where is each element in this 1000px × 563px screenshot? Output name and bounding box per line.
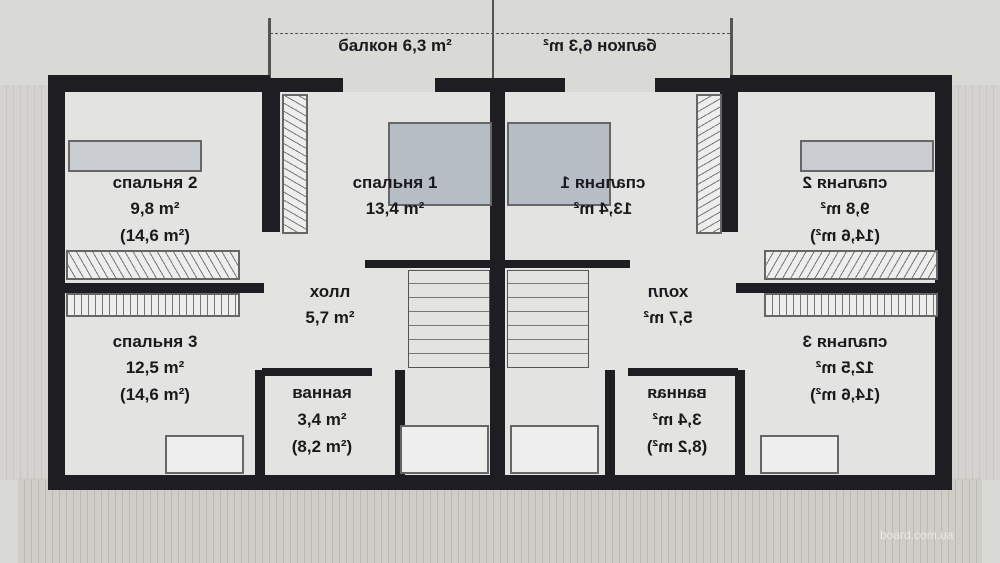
- balcony-divider: [492, 0, 494, 80]
- wall: [730, 75, 952, 92]
- bathroom-total: (8,2 m²): [646, 437, 708, 456]
- wall: [628, 368, 738, 376]
- hall-name: холл: [647, 282, 689, 301]
- bedroom2-name: спальня 2: [112, 173, 198, 192]
- bedroom3-area: 12,5 m²: [125, 358, 185, 377]
- bedroom1-name: спальня 1: [352, 173, 438, 192]
- party-wall: [490, 78, 505, 478]
- bed-icon: [68, 140, 202, 172]
- balcony-rail-right: [730, 18, 733, 78]
- wardrobe-icon: [66, 250, 240, 280]
- balcony-label-left: балкон 6,3 m²: [338, 36, 452, 55]
- wall: [736, 283, 936, 293]
- wardrobe-icon: [696, 94, 722, 234]
- bedroom3-total: (14,6 m²): [810, 385, 880, 404]
- wall: [935, 75, 952, 490]
- wall: [48, 75, 65, 490]
- wall: [505, 260, 630, 268]
- bedroom3-area: 12,5 m²: [815, 358, 875, 377]
- bedroom2-total: (14,6 m²): [120, 226, 190, 245]
- wardrobe-icon: [764, 250, 938, 280]
- desk-icon: [165, 435, 244, 474]
- wall: [605, 370, 615, 477]
- bathtub-icon: [400, 425, 489, 474]
- wall: [720, 92, 738, 232]
- staircase-right: [507, 270, 589, 368]
- bed-icon: [800, 140, 934, 172]
- balcony-label-right: балкон 6,3 m²: [543, 36, 657, 55]
- wall: [395, 370, 405, 477]
- bedroom1-area: 13,4 m²: [573, 199, 633, 218]
- bathroom-area: 3,4 m²: [297, 410, 347, 429]
- bathroom-total: (8,2 m²): [291, 437, 353, 456]
- wall: [64, 283, 264, 293]
- watermark: board.com.ua: [880, 528, 954, 542]
- roof-left: [0, 85, 48, 480]
- bedroom2-area: 9,8 m²: [130, 199, 180, 218]
- wardrobe-icon: [764, 293, 938, 317]
- balcony-edge: [270, 33, 730, 34]
- bedroom1-name: спальня 1: [560, 173, 646, 192]
- bedroom2-total: (14,6 m²): [810, 226, 880, 245]
- bedroom1-area: 13,4 m²: [365, 199, 425, 218]
- bathroom-name: ванная: [292, 383, 352, 402]
- roof-right: [952, 85, 1000, 480]
- wall: [48, 75, 270, 92]
- bedroom2-name: спальня 2: [802, 173, 888, 192]
- wall: [255, 370, 265, 477]
- bedroom3-name: спальня 3: [112, 332, 198, 351]
- wardrobe-icon: [282, 94, 308, 234]
- staircase-left: [408, 270, 490, 368]
- wall: [262, 92, 280, 232]
- bedroom3-name: спальня 3: [802, 332, 888, 351]
- bathtub-icon: [510, 425, 599, 474]
- bed-icon: [388, 122, 492, 206]
- balcony-rail-left: [268, 18, 271, 78]
- desk-icon: [760, 435, 839, 474]
- bedroom2-area: 9,8 m²: [820, 199, 870, 218]
- bed-icon: [507, 122, 611, 206]
- wardrobe-icon: [66, 293, 240, 317]
- wall: [735, 370, 745, 477]
- bathroom-area: 3,4 m²: [652, 410, 702, 429]
- terrace: [18, 478, 982, 563]
- hall-area: 5,7 m²: [643, 308, 693, 327]
- wall: [655, 78, 730, 92]
- wall: [48, 475, 952, 490]
- hall-area: 5,7 m²: [305, 308, 355, 327]
- hall-name: холл: [309, 282, 351, 301]
- wall: [270, 78, 343, 92]
- wall: [365, 260, 490, 268]
- bathroom-name: ванная: [647, 383, 707, 402]
- wall: [262, 368, 372, 376]
- bedroom3-total: (14,6 m²): [120, 385, 190, 404]
